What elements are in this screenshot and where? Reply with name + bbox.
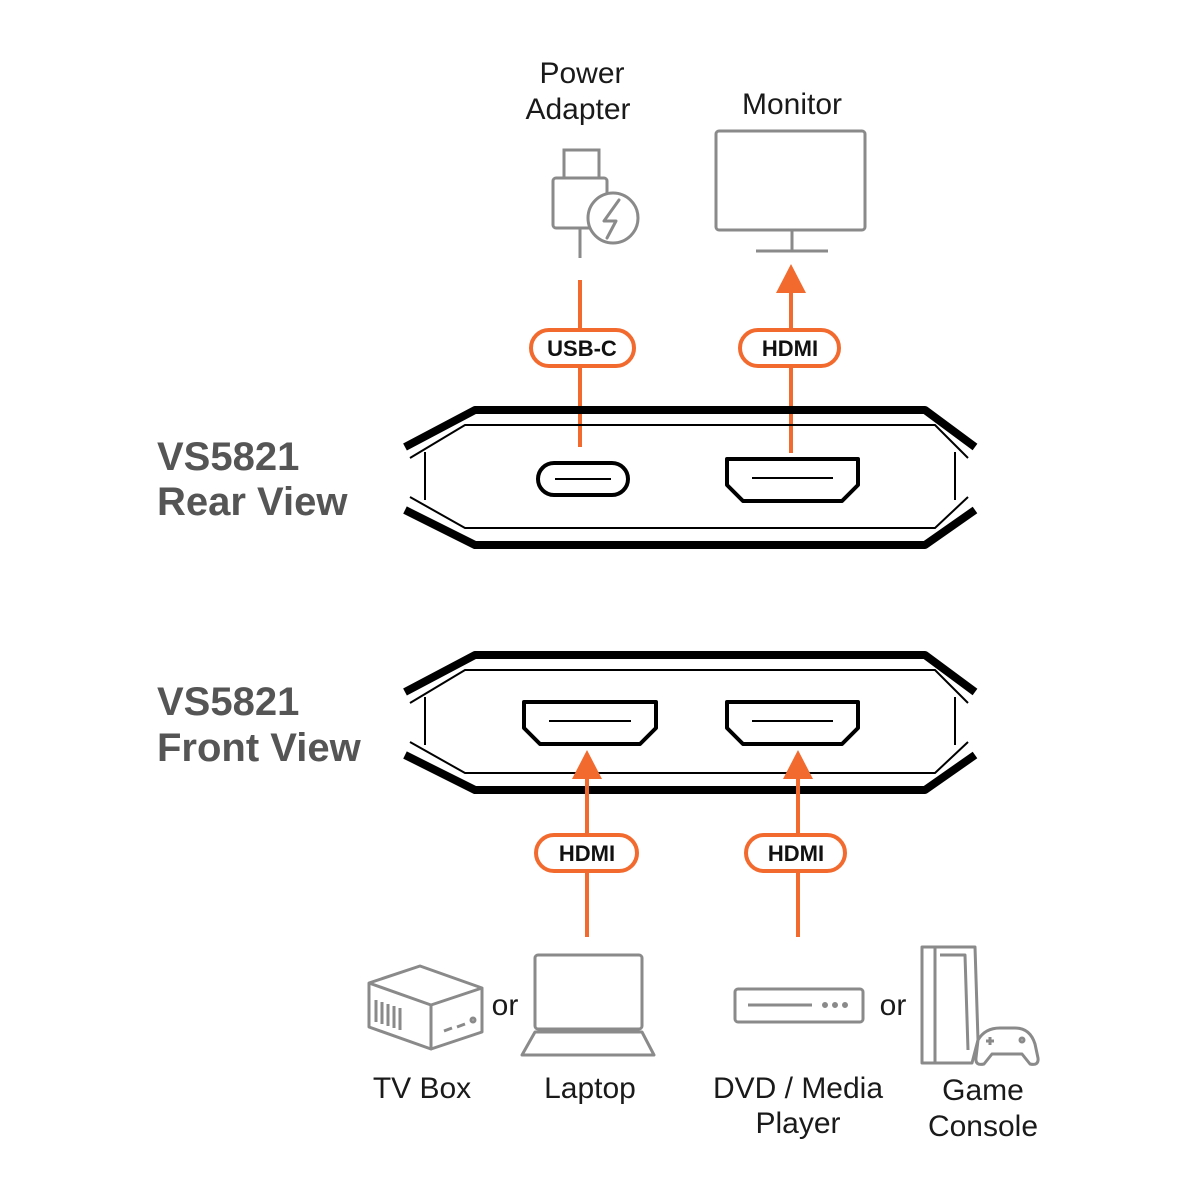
front-view-title-line2: Front View bbox=[157, 726, 362, 770]
game-console-icon bbox=[920, 945, 1040, 1066]
arrow-to-hdmi-in1 bbox=[572, 750, 602, 779]
power-adapter-label-line2: Adapter bbox=[525, 93, 630, 126]
arrow-to-monitor bbox=[776, 264, 806, 293]
power-adapter-label-line1: Power bbox=[539, 57, 624, 90]
hdmi-in2-badge: HDMI bbox=[744, 833, 847, 873]
usb-c-port bbox=[536, 461, 630, 497]
or-separator-1: or bbox=[492, 989, 519, 1022]
monitor-icon bbox=[714, 129, 867, 253]
front-view-title-line1: VS5821 bbox=[157, 680, 299, 724]
dvd-player-icon bbox=[733, 987, 865, 1024]
vs5821-rear-body bbox=[403, 406, 978, 549]
tv-box-icon bbox=[367, 964, 484, 1051]
game-console-label-line1: Game bbox=[942, 1074, 1024, 1107]
rear-view-title-line1: VS5821 bbox=[157, 435, 299, 479]
arrow-to-hdmi-in2 bbox=[783, 750, 813, 779]
hdmi-out-badge: HDMI bbox=[738, 328, 841, 368]
hdmi-in1-badge: HDMI bbox=[534, 833, 639, 873]
monitor-label: Monitor bbox=[742, 88, 842, 121]
dvd-label-line2: Player bbox=[755, 1107, 840, 1140]
dvd-label-line1: DVD / Media bbox=[713, 1072, 883, 1105]
hdmi-in2-badge-label: HDMI bbox=[768, 841, 824, 866]
laptop-label: Laptop bbox=[544, 1072, 636, 1105]
or-separator-2: or bbox=[880, 989, 907, 1022]
hdmi-in2-port bbox=[725, 700, 860, 746]
hdmi-in1-port bbox=[522, 700, 658, 746]
hdmi-out-badge-label: HDMI bbox=[762, 336, 818, 361]
rear-view-title-line2: Rear View bbox=[157, 480, 348, 524]
laptop-icon bbox=[520, 953, 656, 1057]
tv-box-label: TV Box bbox=[373, 1072, 471, 1105]
hdmi-in1-badge-label: HDMI bbox=[559, 841, 615, 866]
usb-c-badge-label: USB-C bbox=[547, 336, 617, 361]
usb-c-badge: USB-C bbox=[529, 328, 636, 368]
usb-c-power-adapter-icon bbox=[551, 148, 640, 258]
hdmi-out-port bbox=[725, 457, 860, 503]
game-console-label-line2: Console bbox=[928, 1110, 1038, 1143]
vs5821-front-body bbox=[403, 651, 978, 794]
